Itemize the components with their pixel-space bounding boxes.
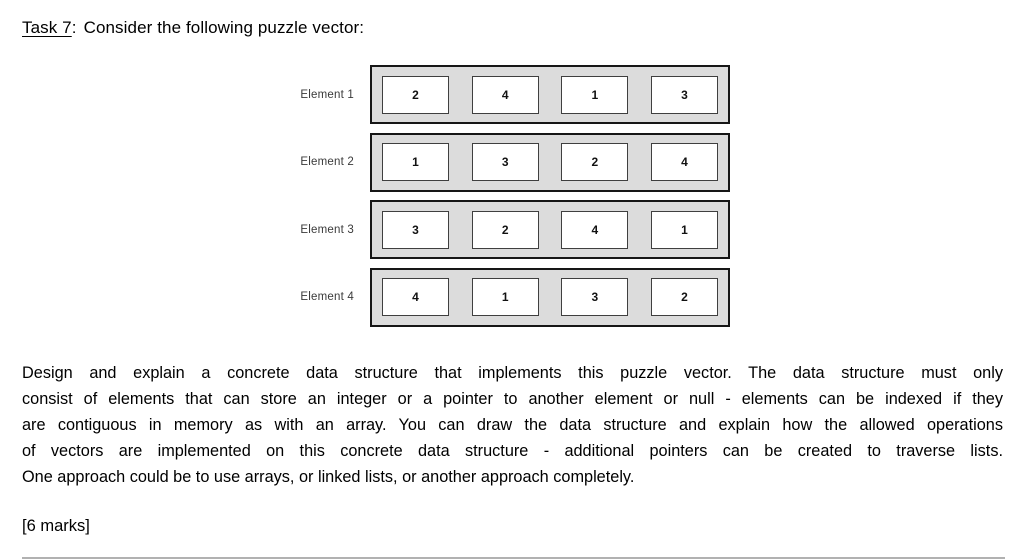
- footer-divider: [22, 557, 1005, 559]
- puzzle-row-4: Element 4 4 1 3 2: [0, 267, 730, 327]
- row-box: 3 2 4 1: [370, 200, 730, 259]
- puzzle-cell: 4: [382, 278, 449, 316]
- puzzle-cell: 2: [471, 210, 539, 249]
- page-title: Task 7: Consider the following puzzle vec…: [22, 18, 364, 38]
- puzzle-cell: 2: [382, 75, 449, 114]
- puzzle-cell: 1: [471, 278, 539, 316]
- puzzle-row-1: Element 1 2 4 1 3: [0, 65, 730, 124]
- puzzle-cell: 3: [382, 210, 449, 249]
- title-colon: :: [71, 18, 77, 37]
- task-number-label: Task 7: [22, 18, 72, 37]
- paragraph-line: are contiguous in memory as with an arra…: [22, 416, 1003, 434]
- puzzle-cell: 4: [561, 210, 629, 249]
- row-label: Element 1: [300, 88, 354, 101]
- puzzle-row-2: Element 2 1 3 2 4: [0, 132, 730, 192]
- puzzle-row-3: Element 3 3 2 4 1: [0, 200, 730, 259]
- paragraph-line: Design and explain a concrete data struc…: [22, 364, 1003, 382]
- paragraph-line: One approach could be to use arrays, or …: [22, 468, 635, 486]
- paragraph-line: consist of elements that can store an in…: [22, 390, 1003, 408]
- task-description-paragraph: Design and explain a concrete data struc…: [22, 360, 1003, 490]
- puzzle-cell: 3: [561, 278, 629, 316]
- puzzle-cell: 3: [650, 75, 718, 114]
- puzzle-cell: 2: [650, 278, 718, 316]
- paragraph-line: of vectors are implemented on this concr…: [22, 442, 1003, 460]
- puzzle-cell: 4: [650, 143, 718, 181]
- puzzle-cell: 1: [561, 75, 629, 114]
- row-label: Element 4: [300, 291, 354, 303]
- row-box: 4 1 3 2: [370, 267, 730, 327]
- puzzle-cell: 1: [382, 143, 449, 181]
- title-text: Consider the following puzzle vector:: [83, 18, 365, 37]
- puzzle-cell: 2: [561, 143, 629, 181]
- row-label: Element 3: [300, 223, 354, 236]
- puzzle-cell: 4: [471, 75, 539, 114]
- row-label: Element 2: [300, 156, 354, 168]
- puzzle-cell: 1: [650, 210, 718, 249]
- puzzle-vector-diagram: Element 1 2 4 1 3 Element 2 1 3 2 4 Elem…: [0, 65, 730, 335]
- row-box: 1 3 2 4: [370, 132, 730, 192]
- puzzle-cell: 3: [471, 143, 539, 181]
- row-box: 2 4 1 3: [370, 65, 730, 124]
- marks-label: [6 marks]: [22, 517, 90, 535]
